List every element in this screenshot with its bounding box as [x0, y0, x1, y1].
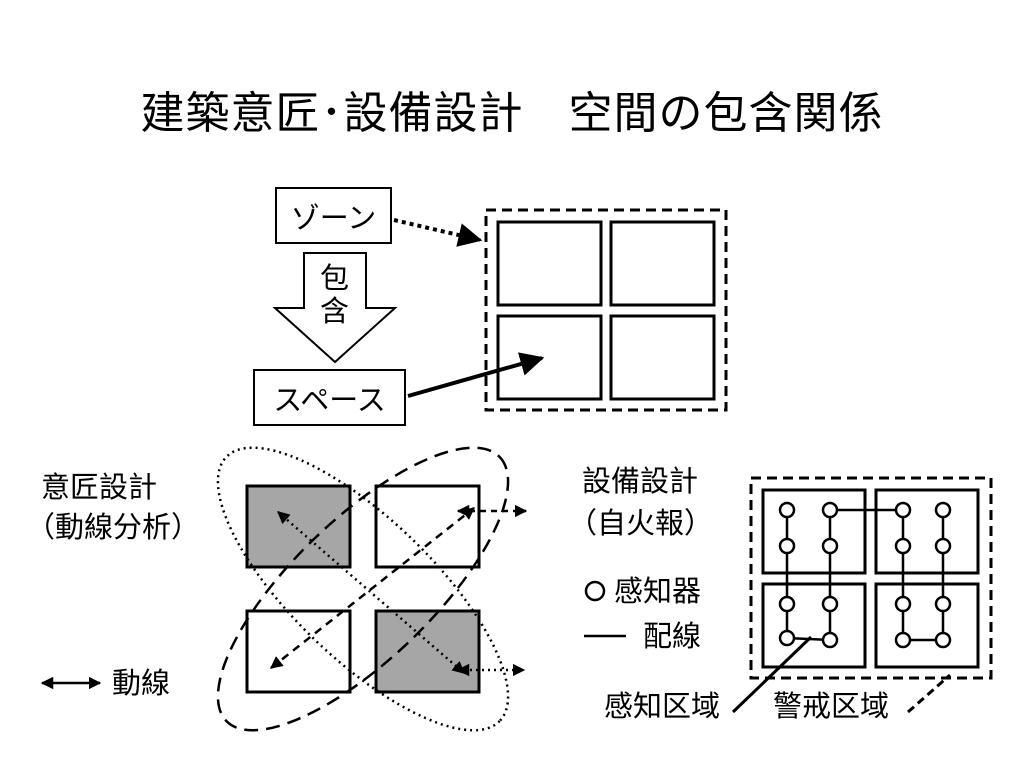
space-label: スペース	[273, 382, 386, 417]
equipment-title: 設備設計	[582, 464, 699, 498]
sensing-room-4	[874, 582, 980, 669]
zone-label-box: ゾーン	[275, 187, 392, 244]
space-label-box: スペース	[253, 369, 406, 426]
sensor-icon	[778, 501, 796, 519]
legend-flow-label: 動線	[112, 666, 171, 700]
sensor-icon	[934, 501, 952, 519]
contain-label-1: 包	[320, 261, 350, 295]
space-room-2	[609, 220, 716, 307]
legend-sensor-label: 感知器	[614, 574, 702, 608]
legend-wiring-label: 配線	[643, 619, 702, 653]
sensor-icon	[894, 631, 912, 649]
sensor-icon	[778, 629, 796, 647]
sensor-icon	[821, 501, 839, 519]
sensing-room-1	[761, 488, 867, 575]
sensing-room-2	[874, 488, 980, 575]
slide-title: 建築意匠･設備設計 空間の包含関係	[140, 88, 884, 139]
sensor-icon	[821, 537, 839, 555]
sensor-icon	[821, 631, 839, 649]
legend-sensor-icon	[584, 580, 606, 602]
sensor-icon	[934, 631, 952, 649]
fire-alarm-diagram	[584, 476, 993, 714]
room-top-right	[374, 484, 481, 569]
sensor-icon	[894, 501, 912, 519]
equipment-subtitle: （自火報）	[568, 506, 714, 540]
zone-pointer-arrow	[393, 218, 483, 247]
sensor-icon	[894, 537, 912, 555]
sensor-icon	[821, 595, 839, 613]
space-room-4	[609, 314, 716, 401]
sensor-icon	[934, 537, 952, 555]
sensor-icon	[778, 595, 796, 613]
dotted-zone-ellipse	[216, 446, 510, 732]
space-room-1	[496, 220, 603, 307]
space-pointer-arrow	[407, 352, 545, 398]
contain-arrow	[272, 252, 398, 364]
warning-area-label: 警戒区域	[773, 689, 890, 723]
zone-boundary	[484, 208, 728, 412]
sensing-area-pointer	[731, 635, 813, 714]
sensor-group	[778, 501, 952, 649]
flow-analysis-diagram	[40, 446, 528, 732]
space-room-3	[496, 314, 603, 401]
room-shaded-bottom-right	[374, 609, 481, 694]
warning-zone-boundary	[749, 476, 993, 680]
design-subtitle: （動線分析）	[26, 510, 201, 544]
flow-line-dashed	[270, 507, 475, 669]
dashed-zone-ellipse	[216, 446, 510, 732]
zone-space-diagram	[272, 208, 728, 412]
sensor-icon	[894, 595, 912, 613]
room-bottom-left	[245, 609, 352, 694]
sensor-icon	[778, 537, 796, 555]
sensor-icon	[934, 595, 952, 613]
warning-area-pointer	[907, 673, 951, 714]
sensing-room-3	[761, 582, 867, 669]
zone-label: ゾーン	[290, 200, 377, 235]
sensing-area-label: 感知区域	[604, 689, 721, 723]
design-title: 意匠設計	[41, 470, 158, 504]
contain-label-2: 含	[320, 294, 350, 328]
